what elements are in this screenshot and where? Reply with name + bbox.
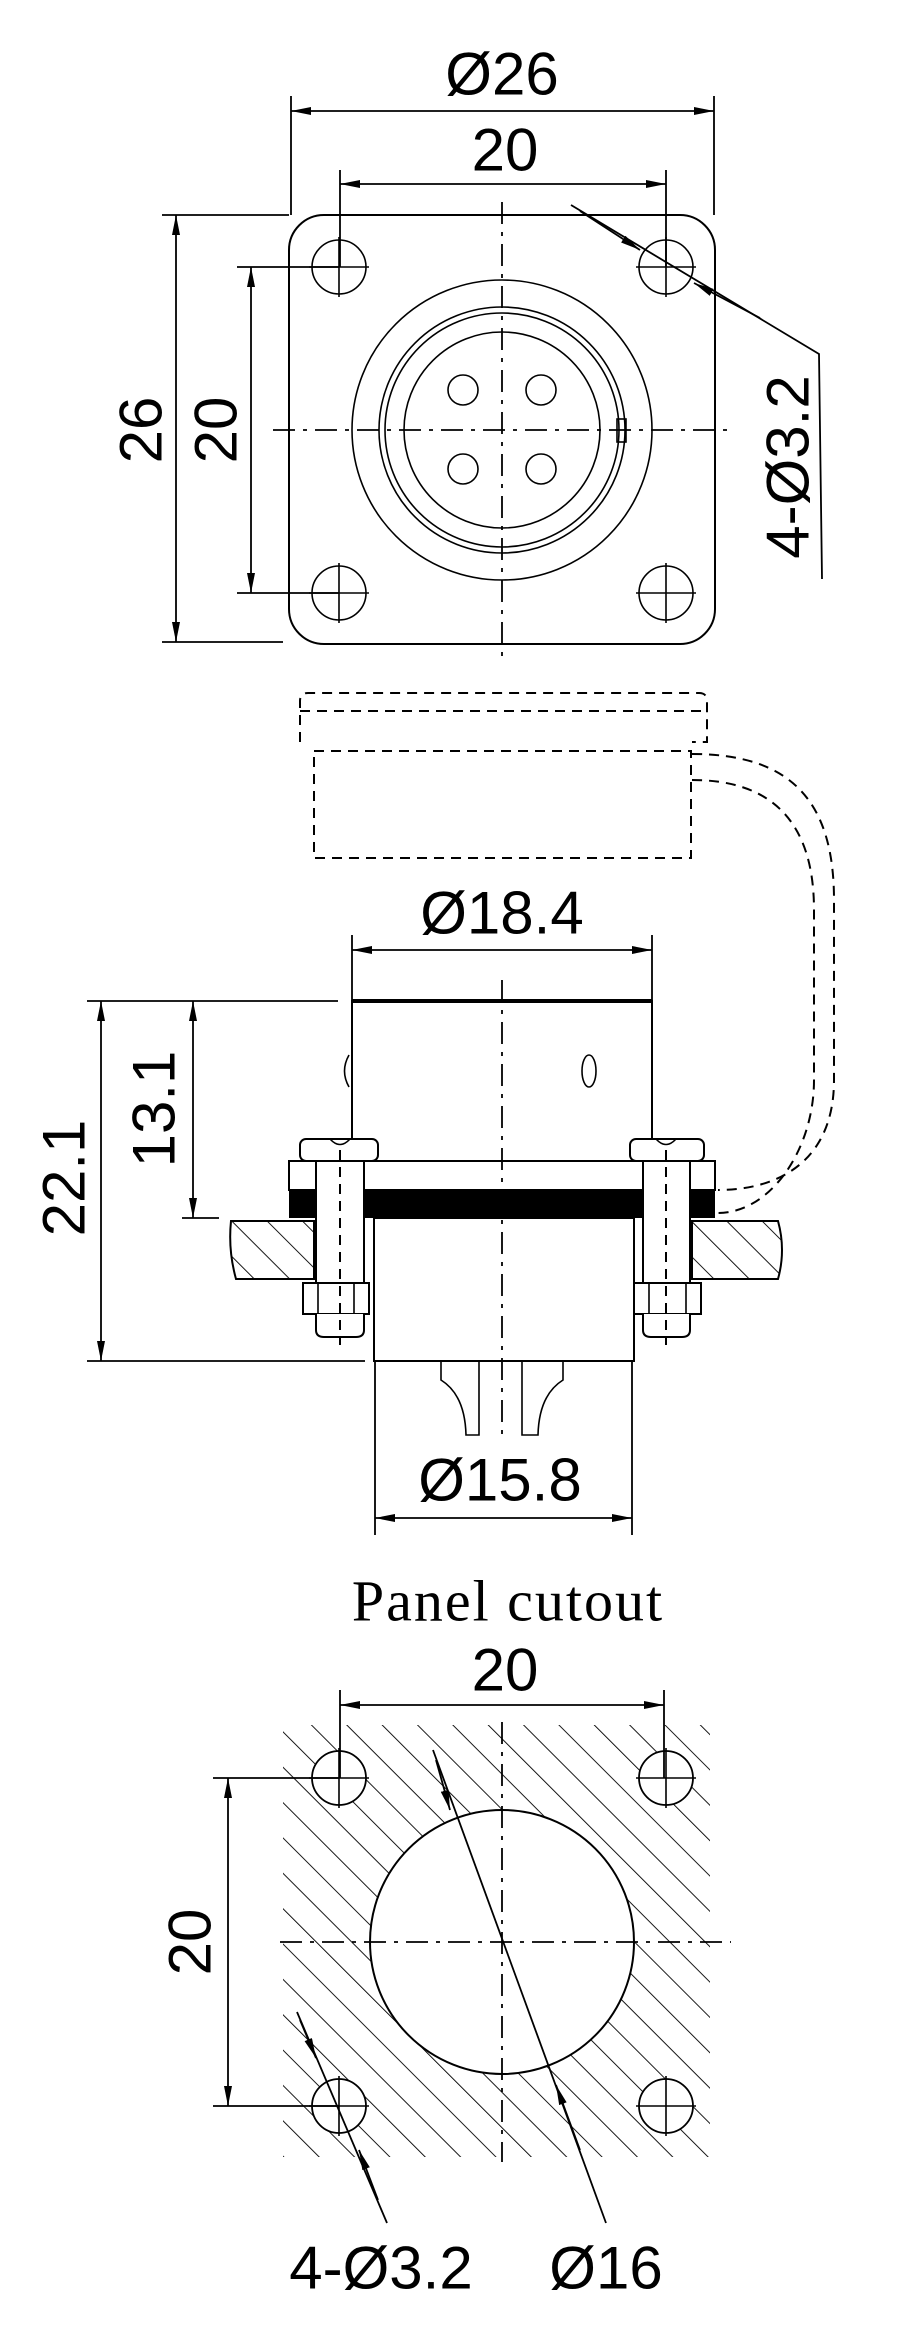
dim-cutout-holes: 4-Ø3.2 [289, 2235, 472, 2302]
dim-mount-holes: 4-Ø3.2 [755, 375, 822, 558]
solder-terminals [440, 1361, 564, 1436]
lower-body [373, 1217, 635, 1362]
dim-cutout-diameter: Ø16 [549, 2235, 662, 2302]
dust-cap [299, 692, 835, 1214]
panel-cutout: Panel cutout 20 20 Ø16 4-Ø3.2 [157, 1569, 731, 2302]
dim-cutout-spacing-h: 20 [472, 1637, 539, 1704]
screw-left [299, 1138, 379, 1345]
top-view: Ø26 20 26 20 4-Ø3.2 [108, 41, 823, 660]
dim-hole-spacing-h: 20 [472, 117, 539, 184]
dim-body-diameter: Ø18.4 [420, 880, 583, 947]
screw-right [629, 1138, 705, 1345]
cutout-center-lines [280, 1722, 731, 2162]
contact-pins [447, 374, 557, 485]
dim-height: 26 [108, 397, 175, 464]
side-view: Ø18.4 22.1 13.1 Ø15.8 [31, 880, 783, 1535]
dim-overall-diameter: Ø26 [445, 41, 558, 108]
panel-section [229, 1220, 783, 1280]
center-lines [273, 202, 730, 660]
cap-cord [691, 753, 835, 1191]
dim-total-height: 22.1 [31, 1120, 98, 1237]
dim-hole-spacing-v: 20 [183, 397, 250, 464]
panel-cutout-title: Panel cutout [352, 1569, 664, 1634]
dim-upper-height: 13.1 [121, 1051, 188, 1168]
dim-lower-diameter: Ø15.8 [418, 1447, 581, 1514]
dim-cutout-spacing-v: 20 [157, 1909, 224, 1976]
leader-mount-holes [570, 204, 823, 580]
